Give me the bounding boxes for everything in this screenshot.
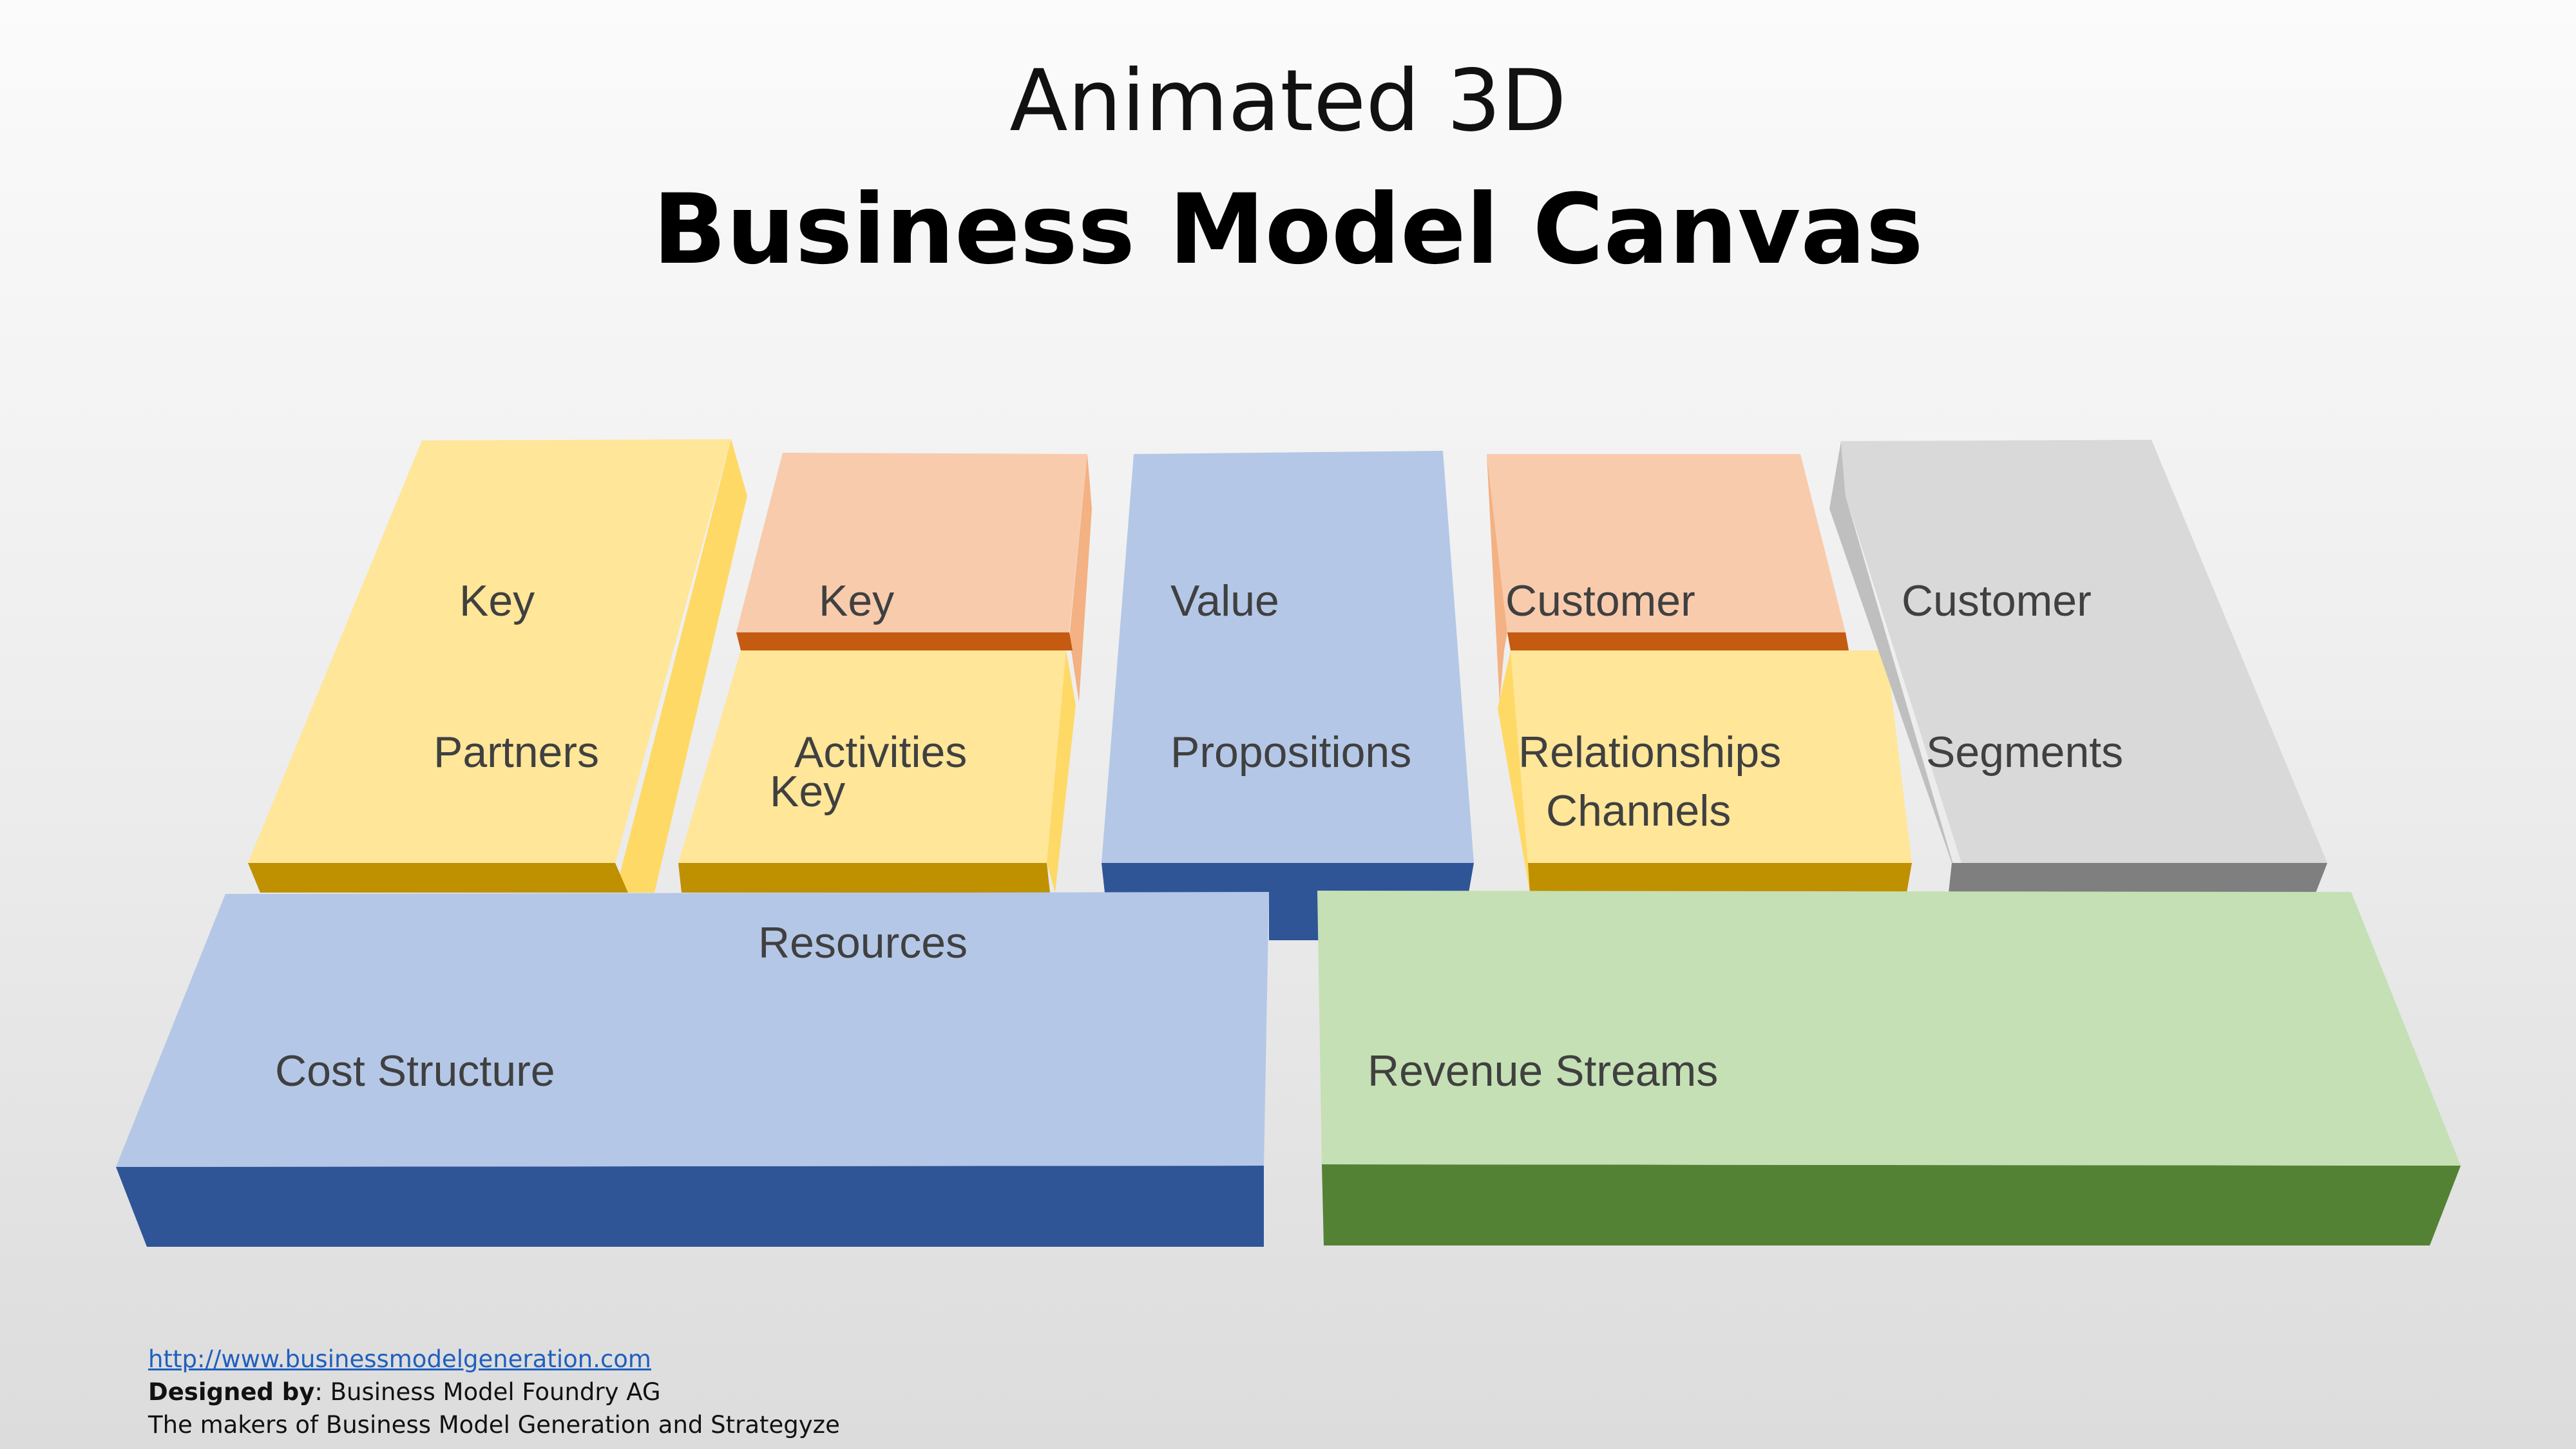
revenue-streams-label-line1: Revenue Streams: [1368, 1046, 1719, 1096]
key-resources-top: [678, 650, 1066, 863]
key-resources-block[interactable]: [678, 650, 1076, 893]
customer-relationships-label-line1: Customer: [1505, 576, 1695, 626]
key-resources-label-line2: Resources: [758, 918, 968, 967]
customer-segments-label-line1: Customer: [1902, 576, 2092, 626]
customer-relationships-label-line2: Relationships: [1518, 727, 1782, 777]
channels-side: [1498, 650, 1530, 893]
customer-segments-top: [1841, 440, 2327, 863]
customer-relationships-block[interactable]: [1487, 454, 1849, 702]
key-partners-block[interactable]: [248, 439, 747, 893]
customer-segments-front: [1949, 863, 2327, 893]
revenue-streams-front: [1322, 1164, 2461, 1245]
customer-relationships-side: [1487, 454, 1507, 702]
value-propositions-label: Value Propositions: [1170, 475, 1411, 828]
footer: http://www.businessmodelgeneration.com D…: [148, 1343, 840, 1441]
cost-structure-front: [116, 1166, 1264, 1247]
revenue-streams-top: [1317, 891, 2461, 1166]
cost-structure-label: Cost Structure: [275, 945, 555, 1147]
customer-relationships-top: [1487, 454, 1846, 632]
key-resources-label-line1: Key: [770, 767, 846, 817]
channels-top: [1511, 650, 1912, 863]
key-partners-front: [248, 863, 628, 893]
designed-by-value: : Business Model Foundry AG: [314, 1378, 661, 1406]
title-line-2: Business Model Canvas: [653, 174, 1923, 286]
value-propositions-front: [1102, 863, 1474, 940]
key-activities-label: Key Activities: [794, 475, 967, 828]
channels-label: Channels: [1546, 685, 1731, 887]
cost-structure-top: [116, 892, 1269, 1167]
channels-block[interactable]: [1498, 650, 1912, 893]
key-partners-top: [248, 439, 731, 863]
key-activities-label-line1: Key: [819, 576, 895, 626]
key-activities-block[interactable]: [736, 453, 1092, 702]
key-partners-side: [615, 439, 747, 893]
key-activities-label-line2: Activities: [794, 727, 968, 777]
footer-makers-line: The makers of Business Model Generation …: [148, 1411, 840, 1439]
value-propositions-top: [1102, 451, 1474, 863]
channels-front: [1528, 863, 1912, 893]
key-resources-label: Key Resources: [758, 666, 968, 1018]
value-propositions-label-line1: Value: [1170, 576, 1279, 626]
key-resources-front: [678, 863, 1050, 893]
revenue-streams-block[interactable]: [1317, 891, 2461, 1245]
revenue-streams-label: Revenue Streams: [1368, 945, 1718, 1147]
customer-relationships-label: Customer Relationships: [1505, 475, 1781, 828]
footer-link[interactable]: http://www.businessmodelgeneration.com: [148, 1345, 651, 1373]
value-propositions-block[interactable]: [1102, 451, 1474, 940]
cost-structure-label-line1: Cost Structure: [275, 1046, 555, 1096]
key-partners-label-line1: Key: [459, 576, 535, 626]
key-resources-side: [1047, 650, 1076, 893]
key-activities-front: [736, 632, 1073, 650]
key-partners-label-line2: Partners: [434, 727, 599, 777]
customer-segments-side: [1829, 441, 1961, 893]
key-activities-side: [1069, 454, 1092, 702]
customer-segments-block[interactable]: [1829, 440, 2327, 893]
channels-label-line1: Channels: [1546, 786, 1732, 836]
customer-relationships-front: [1507, 632, 1849, 650]
value-propositions-label-line2: Propositions: [1170, 727, 1412, 777]
footer-designed-by: Designed by: Business Model Foundry AG: [148, 1376, 840, 1408]
key-partners-label: Key Partners: [434, 475, 599, 828]
designed-by-label: Designed by: [148, 1378, 315, 1406]
key-activities-top: [736, 453, 1087, 632]
title-line-1: Animated 3D: [1009, 52, 1567, 151]
customer-segments-label: Customer Segments: [1902, 475, 2123, 828]
cost-structure-block[interactable]: [116, 892, 1269, 1247]
customer-segments-label-line2: Segments: [1926, 727, 2124, 777]
